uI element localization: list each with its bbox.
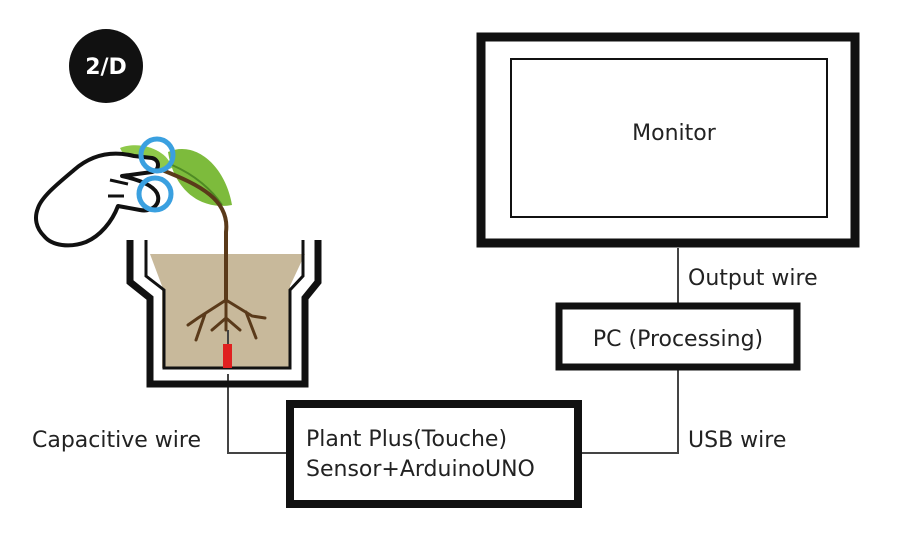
output-wire-label: Output wire xyxy=(688,266,818,291)
electrode xyxy=(223,344,232,368)
step-badge: 2/D xyxy=(69,29,143,103)
touch-ring-upper xyxy=(138,136,176,174)
usb-wire-label: USB wire xyxy=(688,428,786,453)
monitor-label: Monitor xyxy=(632,121,717,146)
wires xyxy=(227,248,679,454)
capacitive-wire xyxy=(227,370,288,454)
sensor-box: Plant Plus(Touche) Sensor+ArduinoUNO xyxy=(286,400,582,508)
capacitive-wire-label: Capacitive wire xyxy=(32,428,201,453)
roots xyxy=(186,298,267,342)
pc-box: PC (Processing) xyxy=(555,302,801,371)
leaf-right xyxy=(168,148,232,206)
usb-wire xyxy=(580,370,679,454)
sensor-label-line2: Sensor+ArduinoUNO xyxy=(306,457,535,482)
touch-ring-icons xyxy=(136,136,176,213)
monitor: Monitor xyxy=(476,32,860,248)
pc-label: PC (Processing) xyxy=(593,327,763,352)
sensor-label-line1: Plant Plus(Touche) xyxy=(306,427,507,452)
hand-icon xyxy=(34,151,161,248)
step-badge-text: 2/D xyxy=(85,55,127,80)
stem xyxy=(161,168,229,300)
touch-ring-lower xyxy=(136,175,174,213)
